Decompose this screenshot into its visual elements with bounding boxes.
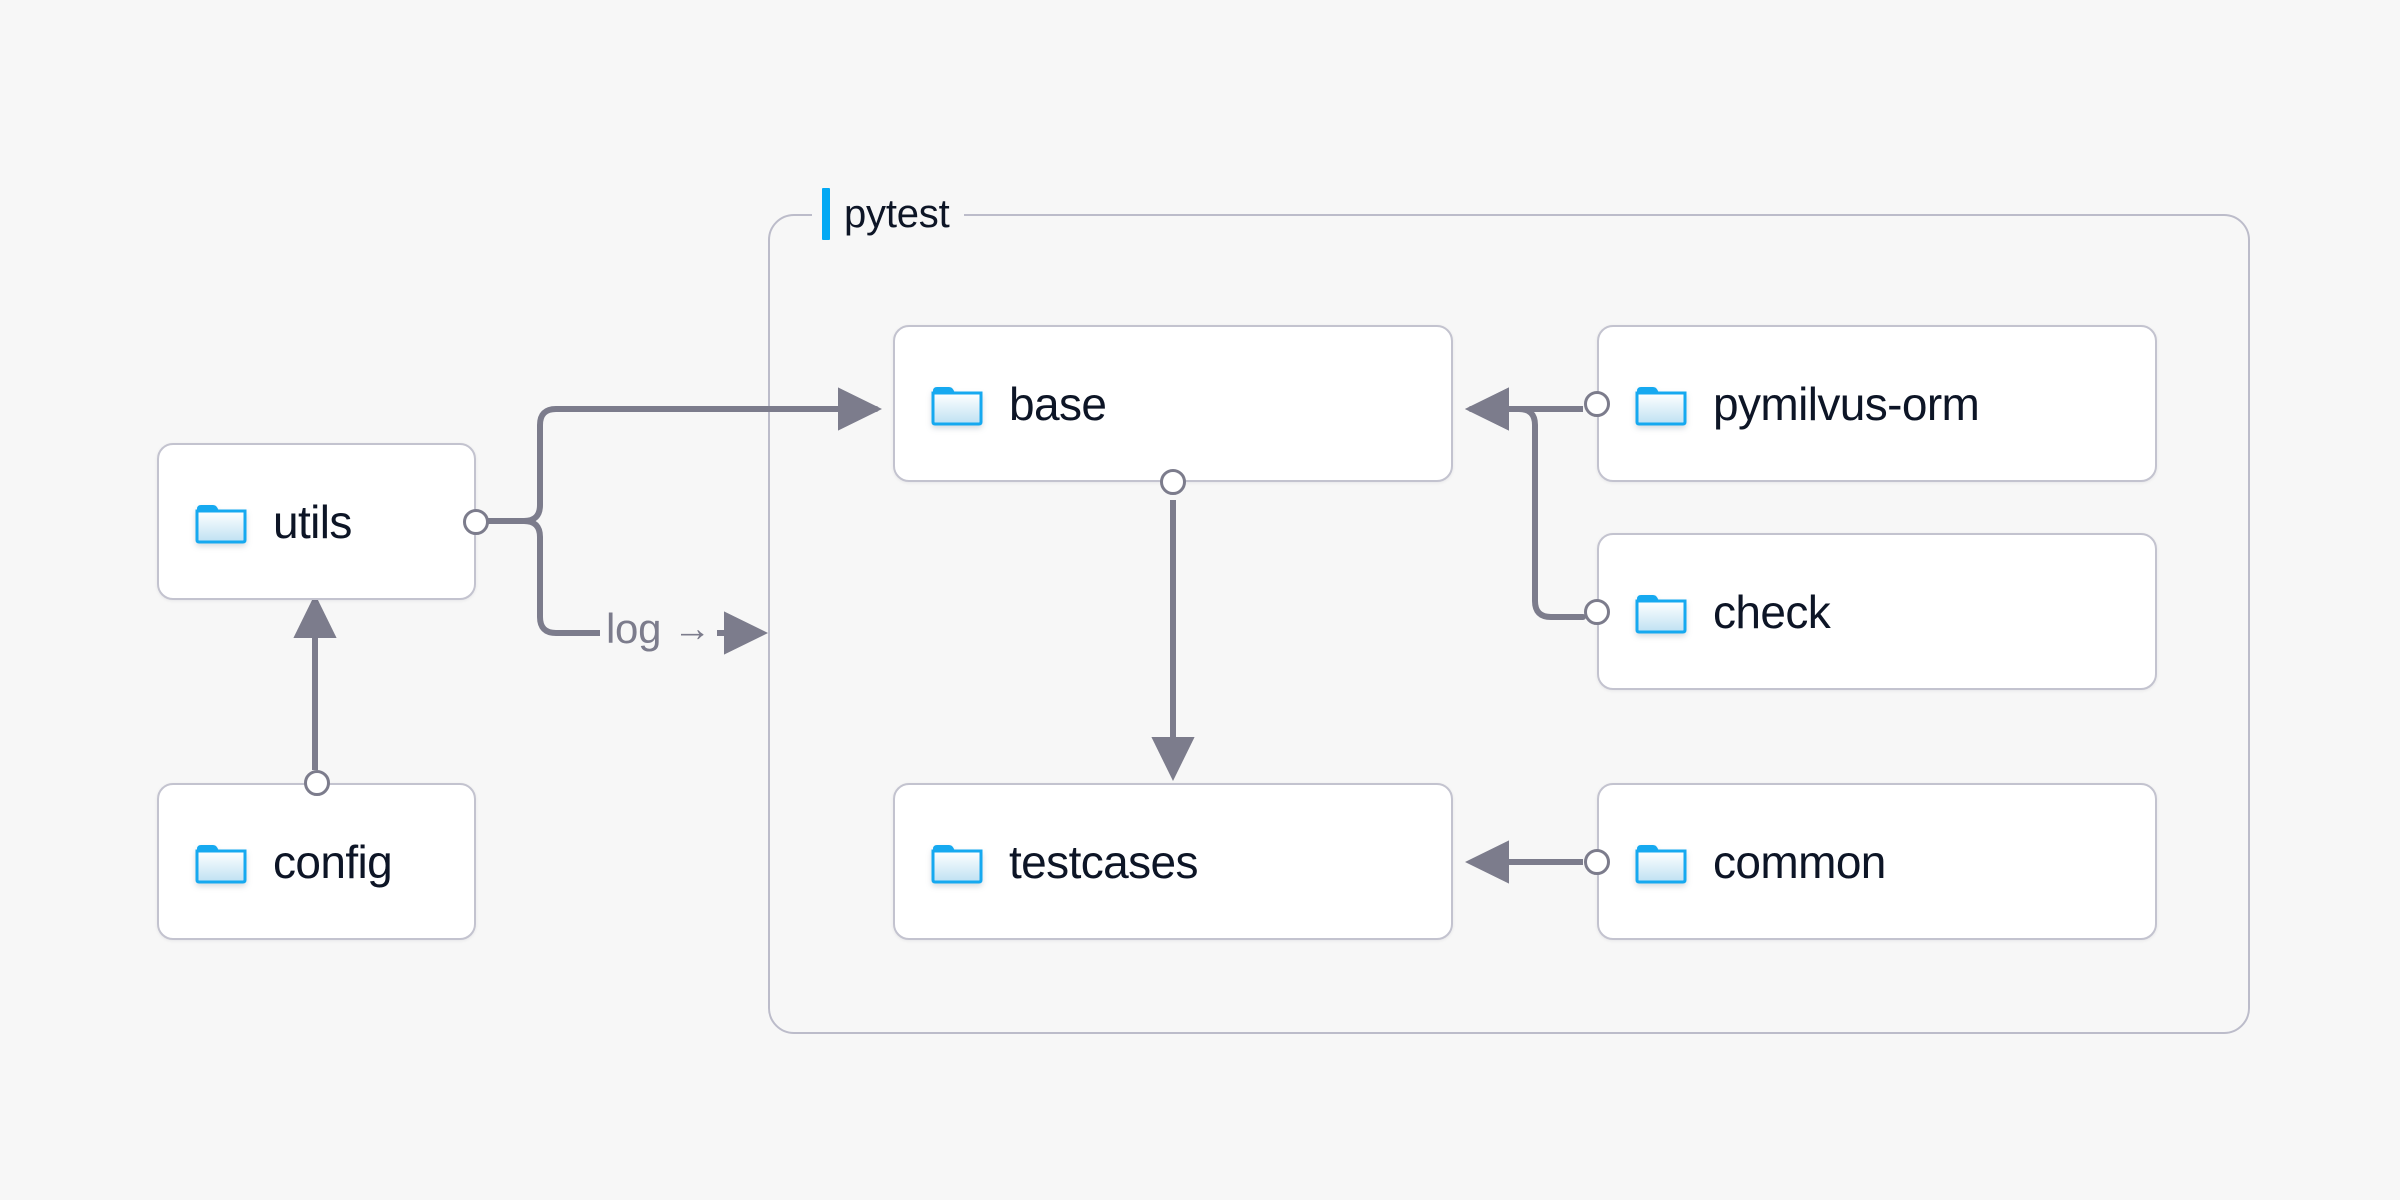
node-testcases[interactable]: testcases — [893, 783, 1453, 940]
edge-label-log-text: log — [606, 605, 662, 652]
node-label-pymilvus-orm: pymilvus-orm — [1713, 377, 1980, 430]
folder-icon — [195, 500, 247, 544]
port-common-left[interactable] — [1584, 848, 1610, 875]
arrow-right-icon: → — [673, 608, 712, 650]
node-label-check: check — [1713, 585, 1831, 638]
folder-icon — [1635, 840, 1687, 884]
group-accent-bar-icon — [822, 188, 830, 240]
port-utils-right[interactable] — [463, 508, 489, 535]
node-config[interactable]: config — [157, 770, 476, 940]
node-base[interactable]: base — [893, 325, 1453, 495]
port-check-left[interactable] — [1584, 598, 1610, 625]
folder-icon — [931, 840, 983, 884]
node-check[interactable]: check — [1584, 533, 2157, 690]
port-pymilvus-orm-left[interactable] — [1584, 390, 1610, 417]
node-label-utils: utils — [273, 495, 352, 548]
node-label-config: config — [273, 835, 393, 888]
node-label-base: base — [1009, 377, 1107, 430]
folder-icon — [1635, 590, 1687, 634]
port-base-bottom[interactable] — [1160, 469, 1186, 495]
group-title: pytest — [844, 192, 950, 236]
folder-icon — [1635, 382, 1687, 426]
folder-icon — [195, 840, 247, 884]
node-label-common: common — [1713, 835, 1886, 888]
node-label-testcases: testcases — [1009, 835, 1199, 888]
port-config-top[interactable] — [303, 770, 330, 796]
group-label-pytest[interactable]: pytest — [812, 186, 964, 242]
node-common[interactable]: common — [1584, 783, 2157, 940]
node-utils[interactable]: utils — [157, 443, 489, 600]
node-pymilvus-orm[interactable]: pymilvus-orm — [1584, 325, 2157, 482]
folder-icon — [931, 382, 983, 426]
edge-utils-log — [486, 518, 603, 636]
edge-label-log: log → — [600, 605, 718, 652]
group-container-pytest[interactable] — [768, 214, 2250, 1034]
